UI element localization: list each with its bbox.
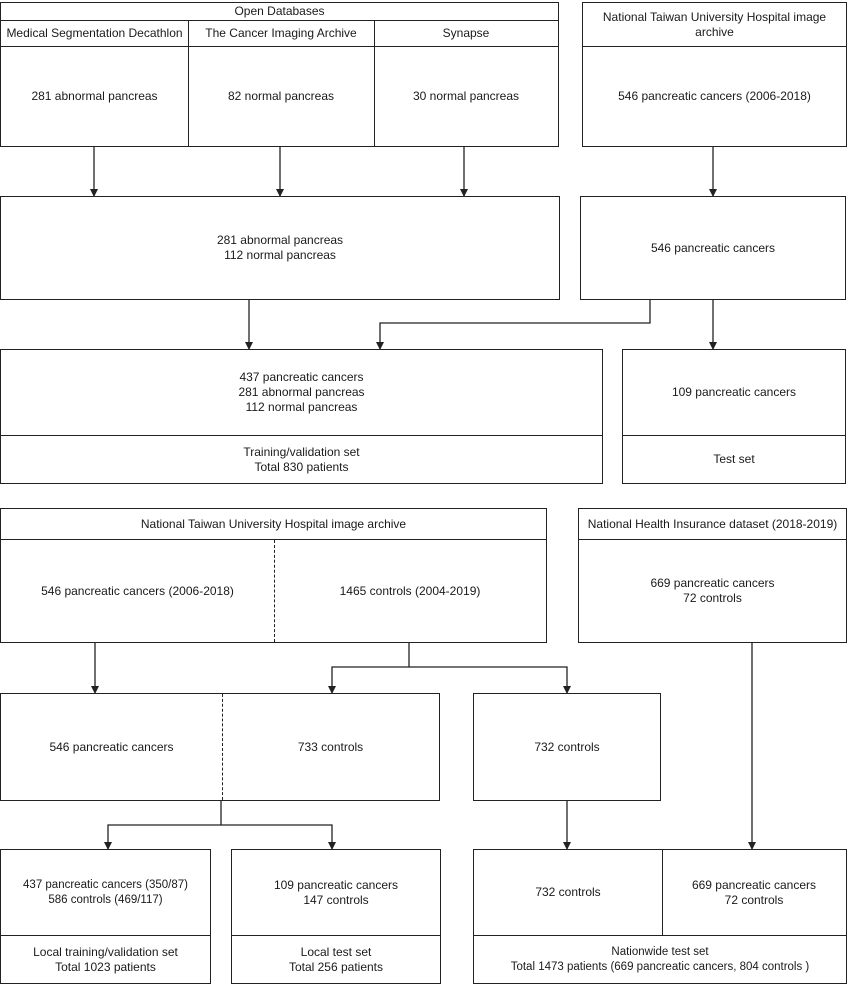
local-test-box: 109 pancreatic cancers 147 controls Loca… bbox=[231, 849, 441, 984]
source-name-msd: Medical Segmentation Decathlon bbox=[6, 26, 183, 40]
test-set-box: 109 pancreatic cancers Test set bbox=[622, 349, 846, 484]
source-count-tcia: 82 normal pancreas bbox=[227, 89, 335, 103]
split-box: 546 pancreatic cancers 733 controls bbox=[0, 693, 440, 801]
extra-controls-box: 732 controls bbox=[473, 693, 661, 801]
source-name-synapse: Synapse bbox=[442, 26, 490, 40]
ntuh-archive-title-b: National Taiwan University Hospital imag… bbox=[140, 516, 407, 531]
local-training-label: Local training/validation set bbox=[33, 944, 178, 959]
training-line2: 281 abnormal pancreas bbox=[238, 385, 365, 399]
training-counts: 437 pancreatic cancers 281 abnormal panc… bbox=[1, 350, 602, 435]
nationwide-test-box: 732 controls 669 pancreatic cancers 72 c… bbox=[473, 849, 847, 984]
ntuh-cancers-text: 546 pancreatic cancers bbox=[650, 240, 776, 255]
local-training-counts: 437 pancreatic cancers (350/87) 586 cont… bbox=[1, 850, 210, 935]
split-controls: 733 controls bbox=[297, 739, 364, 754]
extra-controls-text: 732 controls bbox=[534, 739, 600, 754]
local-test-counts: 109 pancreatic cancers 147 controls bbox=[232, 850, 440, 935]
training-summary: Training/validation set Total 830 patien… bbox=[1, 436, 602, 483]
nhi-dataset-box: National Health Insurance dataset (2018-… bbox=[578, 508, 847, 643]
test-count: 109 pancreatic cancers bbox=[671, 385, 797, 399]
training-line1: 437 pancreatic cancers bbox=[239, 370, 364, 384]
local-test-total: Total 256 patients bbox=[288, 959, 384, 974]
local-test-label: Local test set bbox=[300, 944, 372, 959]
nationwide-right: 669 pancreatic cancers 72 controls bbox=[662, 850, 846, 935]
ntuh-archive-title-a: National Taiwan University Hospital imag… bbox=[602, 9, 827, 39]
ntuh-archive-controls-b: 1465 controls (2004-2019) bbox=[339, 583, 481, 598]
arrow-split-to-local-training bbox=[104, 800, 222, 850]
ntuh-archive-count-a: 546 pancreatic cancers (2006-2018) bbox=[618, 89, 811, 103]
arrow-archive-to-extra-controls bbox=[409, 666, 571, 694]
local-training-line1: 437 pancreatic cancers (350/87) bbox=[23, 878, 188, 891]
local-test-line1: 109 pancreatic cancers bbox=[273, 877, 399, 892]
local-test-summary: Local test set Total 256 patients bbox=[232, 936, 440, 983]
training-label: Training/validation set bbox=[243, 444, 360, 459]
training-total: Total 830 patients bbox=[254, 459, 349, 474]
nationwide-summary: Nationwide test set Total 1473 patients … bbox=[474, 936, 846, 983]
local-test-line2: 147 controls bbox=[303, 892, 369, 907]
nhi-line1: 669 pancreatic cancers bbox=[650, 576, 775, 590]
open-combined-line2: 112 normal pancreas bbox=[224, 248, 336, 262]
ntuh-archive-box-b: National Taiwan University Hospital imag… bbox=[0, 508, 547, 643]
test-label: Test set bbox=[713, 452, 755, 466]
open-combined-line1: 281 abnormal pancreas bbox=[216, 233, 344, 247]
ntuh-archive-cancers-b: 546 pancreatic cancers (2006-2018) bbox=[41, 583, 234, 598]
open-combined-box: 281 abnormal pancreas 112 normal pancrea… bbox=[0, 196, 560, 300]
ntuh-archive-box-a: National Taiwan University Hospital imag… bbox=[582, 2, 847, 147]
open-databases-box: Open Databases Medical Segmentation Deca… bbox=[0, 2, 559, 147]
nhi-line2: 72 controls bbox=[683, 591, 742, 605]
nationwide-right-line2: 72 controls bbox=[724, 892, 784, 907]
local-training-total: Total 1023 patients bbox=[55, 959, 156, 974]
ntuh-cancers-box: 546 pancreatic cancers bbox=[580, 196, 846, 300]
nationwide-right-line1: 669 pancreatic cancers bbox=[691, 877, 817, 892]
nationwide-label: Nationwide test set bbox=[611, 945, 709, 958]
source-count-synapse: 30 normal pancreas bbox=[412, 89, 520, 103]
nationwide-total: Total 1473 patients (669 pancreatic canc… bbox=[510, 960, 810, 973]
source-count-msd: 281 abnormal pancreas bbox=[31, 89, 158, 103]
local-training-box: 437 pancreatic cancers (350/87) 586 cont… bbox=[0, 849, 211, 984]
arrow-split-to-local-test bbox=[221, 824, 336, 850]
split-cancers: 546 pancreatic cancers bbox=[49, 739, 174, 754]
arrow-archive-to-controls bbox=[328, 642, 410, 694]
local-training-summary: Local training/validation set Total 1023… bbox=[1, 936, 210, 983]
source-name-tcia: The Cancer Imaging Archive bbox=[205, 26, 357, 40]
nationwide-left: 732 controls bbox=[535, 885, 601, 899]
open-combined-text: 281 abnormal pancreas 112 normal pancrea… bbox=[1, 197, 559, 299]
nhi-title: National Health Insurance dataset (2018-… bbox=[587, 516, 838, 531]
training-validation-box: 437 pancreatic cancers 281 abnormal panc… bbox=[0, 349, 603, 484]
local-training-line2: 586 controls (469/117) bbox=[48, 893, 163, 906]
arrow-cancers-to-training bbox=[376, 299, 651, 350]
nhi-counts: 669 pancreatic cancers 72 controls bbox=[579, 540, 846, 642]
training-line3: 112 normal pancreas bbox=[245, 400, 358, 414]
open-databases-title: Open Databases bbox=[234, 4, 325, 18]
